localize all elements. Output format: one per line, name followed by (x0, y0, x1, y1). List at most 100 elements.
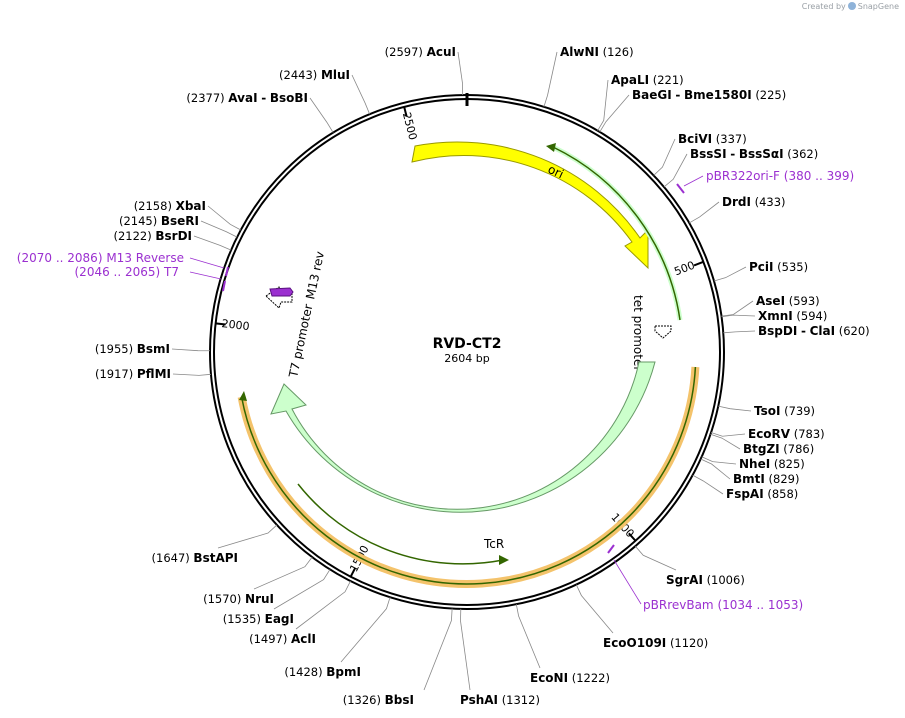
site-name: BpmI (326, 665, 361, 679)
primer-pbrrevbam[interactable]: pBRrevBam (1034 .. 1053) (643, 598, 803, 612)
tick-1500 (349, 567, 357, 578)
primer-m13-reverse[interactable]: (2070 .. 2086) M13 Reverse (17, 251, 184, 265)
feature-TcR (270, 361, 656, 513)
primer-leader-pbrrevbam (613, 559, 642, 605)
leader-pflmi (172, 373, 212, 376)
site-label-btgzi: BtgZI (786) (743, 442, 814, 456)
site-acli[interactable]: (1497) AclI (249, 632, 316, 646)
site-sgrai[interactable]: SgrAI (1006) (666, 573, 745, 587)
primer-leader-pbr322ori-f (683, 175, 704, 187)
leader-bbsi (423, 608, 453, 691)
site-name: EcoO109I (603, 636, 666, 650)
leader-xbai (207, 205, 241, 231)
site-bsssi[interactable]: BssSI - BssSαI (362) (690, 147, 818, 161)
leader-bcivi (653, 138, 676, 176)
site-label-pcii: PciI (535) (749, 260, 808, 274)
orf-bottom-line (297, 483, 504, 565)
site-apali[interactable]: ApaLI (221) (611, 73, 684, 87)
site-position: (1006) (707, 573, 745, 587)
site-fspai[interactable]: FspAI (858) (726, 487, 798, 501)
site-label-xbai: (2158) XbaI (134, 199, 206, 213)
site-label-bstapi: (1647) BstAPI (152, 551, 238, 565)
site-alwni[interactable]: AlwNI (126) (560, 45, 634, 59)
leader-acui (457, 51, 464, 96)
site-nrui[interactable]: (1570) NruI (203, 592, 274, 606)
site-separator: - (730, 147, 735, 161)
primer-t7[interactable]: (2046 .. 2065) T7 (75, 265, 180, 279)
site-separator: - (261, 91, 266, 105)
site-name: XbaI (176, 199, 206, 213)
site-mlui[interactable]: (2443) MluI (279, 68, 350, 82)
site-name: XmnI (758, 309, 793, 323)
primer-pbr322ori-f[interactable]: pBR322ori-F (380 .. 399) (706, 169, 854, 183)
site-bsrdi[interactable]: (2122) BsrDI (113, 229, 192, 243)
leader-pshai (460, 608, 471, 691)
site-acui[interactable]: (2597) AcuI (385, 45, 456, 59)
site-position: (126) (603, 45, 634, 59)
tick-2000 (215, 322, 226, 326)
site-bcivi[interactable]: BciVI (337) (678, 132, 747, 146)
orf-arrow-head (239, 391, 247, 401)
orf-track-right-line (240, 366, 697, 585)
site-ecoo109i[interactable]: EcoO109I (1120) (603, 636, 708, 650)
site-pcii[interactable]: PciI (535) (749, 260, 808, 274)
site-drdi[interactable]: DrdI (433) (722, 195, 786, 209)
site-bsmi[interactable]: (1955) BsmI (95, 342, 170, 356)
primer-name: T7 (163, 265, 179, 279)
site-name: BciVI (678, 132, 712, 146)
created-by-text: Created by (801, 2, 846, 11)
site-position: (1497) (249, 632, 287, 646)
feature-m13-rev (269, 287, 294, 297)
site-position: (858) (767, 487, 798, 501)
leader-drdi (689, 201, 720, 224)
feature-TcR-label: TcR (483, 537, 504, 551)
site-eagi[interactable]: (1535) EagI (223, 612, 294, 626)
site-label-pflmi: (1917) PflMI (95, 367, 171, 381)
site-xbai[interactable]: (2158) XbaI (134, 199, 206, 213)
site-label-bsrdi: (2122) BsrDI (113, 229, 192, 243)
orf-bottom-arrowhead (499, 555, 509, 565)
site-name: AseI (756, 294, 785, 308)
site-bpmi[interactable]: (1428) BpmI (284, 665, 361, 679)
leader-eagi (273, 569, 331, 610)
site-position: (739) (784, 404, 815, 418)
site-asei[interactable]: AseI (593) (756, 294, 820, 308)
site-name-2: ClaI (810, 324, 835, 338)
site-leader-lines (171, 51, 756, 691)
site-position: (594) (796, 309, 827, 323)
site-xmni[interactable]: XmnI (594) (758, 309, 827, 323)
site-nhei[interactable]: NheI (825) (739, 457, 805, 471)
site-avai[interactable]: (2377) AvaI - BsoBI (186, 91, 308, 105)
site-name: BbsI (385, 693, 414, 707)
site-label-acli: (1497) AclI (249, 632, 316, 646)
site-econi[interactable]: EcoNI (1222) (530, 671, 610, 685)
primer-range: (380 .. 399) (784, 169, 854, 183)
primer-name: pBR322ori-F (706, 169, 780, 183)
site-bspdi[interactable]: BspDI - ClaI (620) (758, 324, 870, 338)
site-bmti[interactable]: BmtI (829) (733, 472, 799, 486)
site-position: (593) (789, 294, 820, 308)
site-name: NheI (739, 457, 770, 471)
site-ecorv[interactable]: EcoRV (783) (748, 427, 825, 441)
site-pshai[interactable]: PshAI (1312) (460, 693, 540, 707)
site-tsoi[interactable]: TsoI (739) (754, 404, 815, 418)
primer-range: (2046 .. 2065) (75, 265, 161, 279)
site-name: PflMI (137, 367, 171, 381)
site-name: PciI (749, 260, 774, 274)
site-bstapi[interactable]: (1647) BstAPI (152, 551, 238, 565)
site-label-bsmi: (1955) BsmI (95, 342, 170, 356)
site-label-ecoo109i: EcoO109I (1120) (603, 636, 708, 650)
leader-bsssi (663, 153, 688, 188)
site-position: (1428) (284, 665, 322, 679)
primer-mark-m13-reverse (225, 266, 229, 277)
site-btgzi[interactable]: BtgZI (786) (743, 442, 814, 456)
site-baegi[interactable]: BaeGI - Bme1580I (225) (632, 88, 786, 102)
feature-t7-promoter-label: T7 promoter (286, 303, 315, 380)
site-bseri[interactable]: (2145) BseRI (119, 214, 199, 228)
site-bbsi[interactable]: (1326) BbsI (343, 693, 414, 707)
site-position: (225) (755, 88, 786, 102)
site-pflmi[interactable]: (1917) PflMI (95, 367, 171, 381)
site-label-xmni: XmnI (594) (758, 309, 827, 323)
primer-mark-t7 (222, 280, 226, 292)
